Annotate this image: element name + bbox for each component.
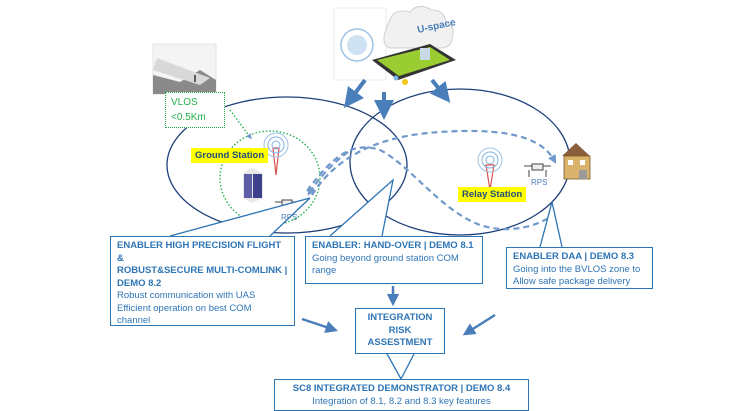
house-icon bbox=[562, 143, 591, 180]
demo-84-box: SC8 INTEGRATED DEMONSTRATOR | DEMO 8.4 I… bbox=[274, 379, 529, 411]
demo-83-title: ENABLER DAA | DEMO 8.3 bbox=[513, 251, 635, 262]
integration-line2: RISK bbox=[388, 324, 412, 336]
arrow-82-to-integration bbox=[301, 317, 338, 333]
ground-station-label: Ground Station bbox=[191, 148, 269, 163]
demo-82-title-3: DEMO 8.2 bbox=[117, 277, 162, 289]
demo83-pointer bbox=[539, 201, 563, 248]
demo-81-title: ENABLER: HAND-OVER | DEMO 8.1 bbox=[312, 240, 474, 251]
rps-label-left: RPS bbox=[281, 213, 298, 222]
demo-82-desc-3: channel bbox=[117, 315, 151, 326]
ground-antenna-icon bbox=[263, 132, 289, 176]
integration-line1: INTEGRATION bbox=[367, 312, 433, 323]
vlos-illustration bbox=[152, 43, 217, 95]
vlos-line1: VLOS bbox=[171, 97, 198, 108]
integration-risk-box: INTEGRATION RISK ASSESTMENT bbox=[355, 308, 445, 354]
demo-82-box: ENABLER HIGH PRECISION FLIGHT & ROBUST&S… bbox=[110, 236, 295, 326]
building-icon bbox=[243, 168, 263, 203]
uspace-arrow-left bbox=[344, 78, 367, 108]
drone-icon-right bbox=[524, 163, 551, 177]
relay-station-label: Relay Station bbox=[458, 187, 527, 202]
vlos-line2: <0.5Km bbox=[171, 112, 206, 123]
flight-path-outbound bbox=[311, 129, 557, 196]
demo-81-desc-1: Going beyond ground station COM bbox=[312, 252, 459, 264]
vlos-pointer bbox=[229, 109, 252, 140]
integration-line3: ASSESTMENT bbox=[367, 337, 433, 348]
rps-label-right: RPS bbox=[531, 178, 548, 187]
demo-84-title: SC8 INTEGRATED DEMONSTRATOR | DEMO 8.4 bbox=[292, 383, 511, 394]
demo-83-desc-1: Going into the BVLOS zone to bbox=[513, 263, 641, 275]
demo-82-desc-2: Efficient operation on best COM bbox=[117, 302, 252, 314]
uspace-illustration bbox=[333, 6, 456, 85]
relay-antenna-icon bbox=[477, 147, 503, 191]
flight-path-arrive bbox=[307, 151, 349, 196]
demo-81-desc-2: range bbox=[312, 265, 337, 276]
ground-coverage-ellipse bbox=[166, 96, 408, 234]
demo-83-desc-2: Allow safe package delivery bbox=[513, 276, 631, 287]
vlos-box: VLOS <0.5Km bbox=[165, 92, 225, 128]
flight-path-return bbox=[306, 146, 554, 231]
demo81-pointer bbox=[329, 178, 395, 237]
uspace-arrow-right bbox=[429, 78, 451, 103]
integration-pointer bbox=[384, 351, 417, 381]
demo-81-box: ENABLER: HAND-OVER | DEMO 8.1 Going beyo… bbox=[305, 236, 483, 284]
demo-84-desc: Integration of 8.1, 8.2 and 8.3 key feat… bbox=[312, 395, 491, 407]
demo-83-box: ENABLER DAA | DEMO 8.3 Going into the BV… bbox=[506, 247, 653, 289]
demo82-pointer bbox=[169, 197, 311, 237]
demo-82-title-2: ROBUST&SECURE MULTI-COMLINK | bbox=[117, 265, 288, 276]
vlos-range-circle bbox=[219, 130, 321, 226]
arrow-83-to-integration bbox=[462, 313, 496, 336]
demo-82-title-1: ENABLER HIGH PRECISION FLIGHT & bbox=[117, 240, 282, 264]
demo-82-desc-1: Robust communication with UAS bbox=[117, 290, 256, 301]
